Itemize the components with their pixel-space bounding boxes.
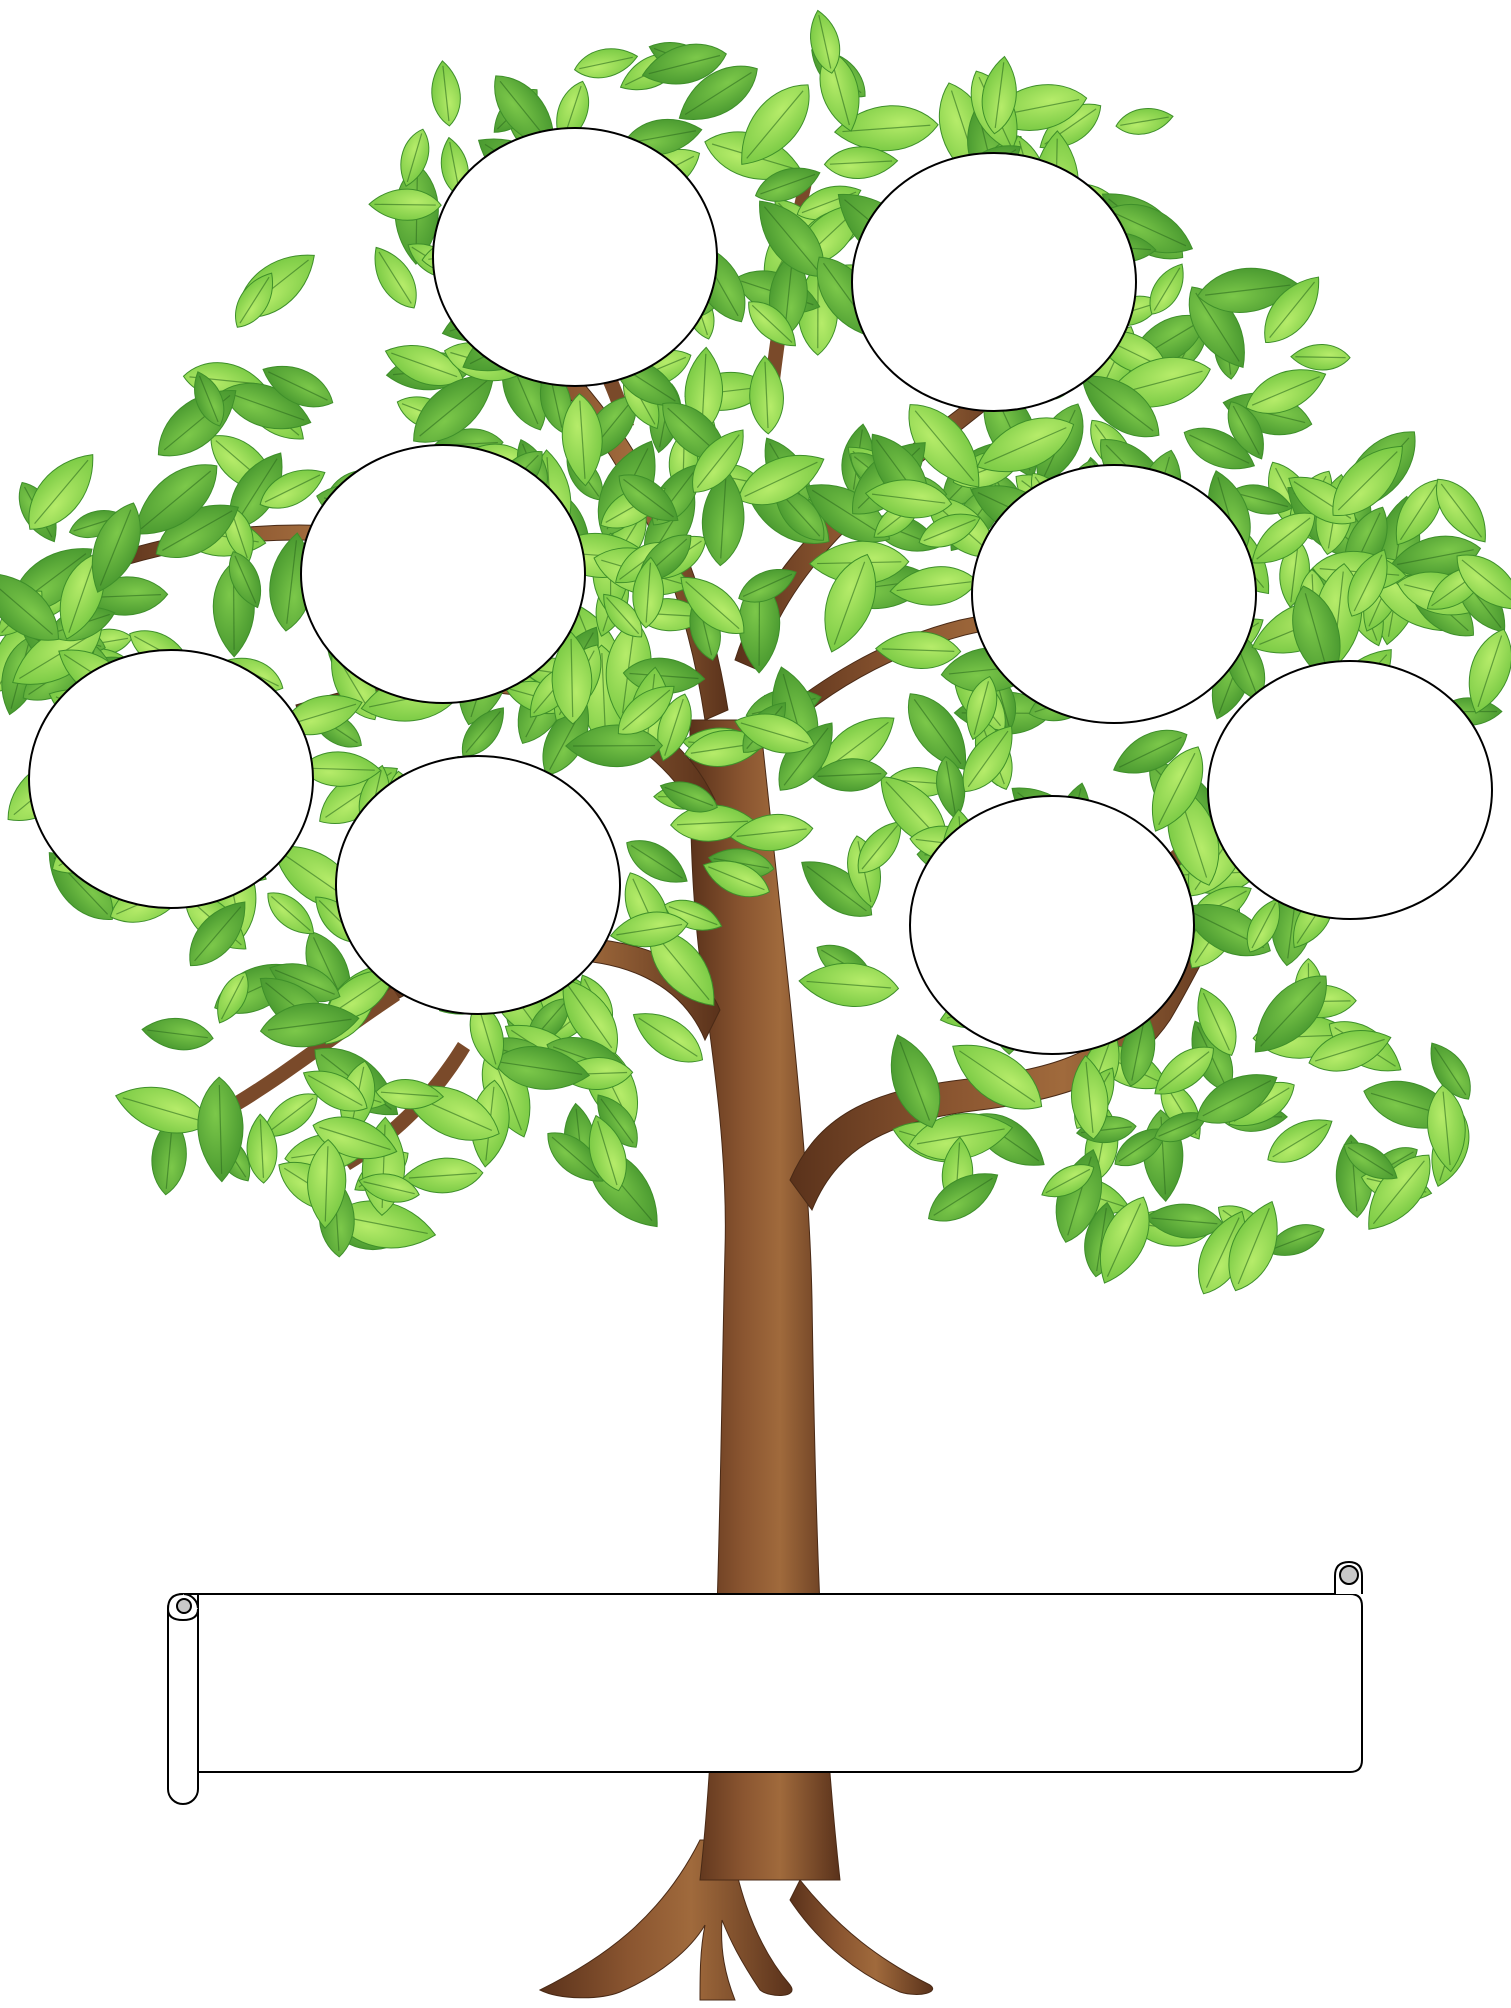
leaf-vein [374,204,435,205]
photo-slot-lower-right[interactable] [910,796,1194,1054]
photo-slot-mid-left[interactable] [301,445,585,703]
photo-slot-lower-left[interactable] [336,756,620,1014]
photo-slot-mid-right[interactable] [972,465,1256,723]
photo-slot-outer-left[interactable] [29,650,313,908]
name-banner [168,1562,1362,1804]
banner-left-roll-end [177,1599,191,1613]
banner-body[interactable] [183,1594,1362,1772]
photo-slot-top-right[interactable] [852,153,1136,411]
tree-root-right [790,1880,933,1994]
banner-right-roll-end [1340,1566,1358,1584]
photo-slot-top-left[interactable] [433,128,717,386]
photo-slot-outer-right[interactable] [1208,661,1492,919]
banner-left-roll [168,1594,198,1804]
